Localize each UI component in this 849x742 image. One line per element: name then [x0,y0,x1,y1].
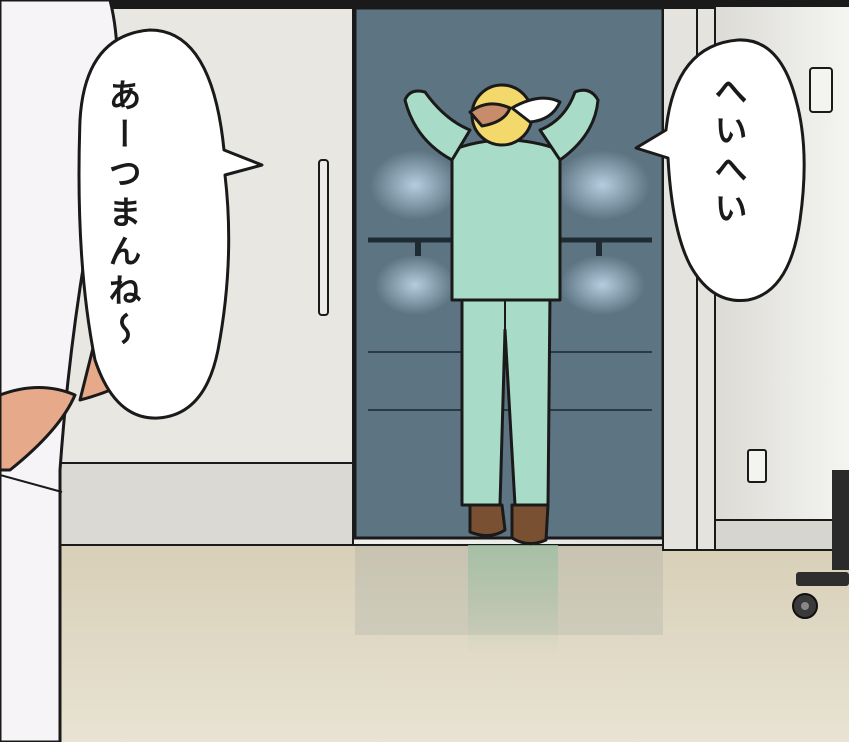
speech-text-left: あーつまんね～ [103,78,142,351]
floor-reflection [355,545,663,655]
panel-top-border [0,0,849,7]
speech-bubble-left [77,28,264,420]
patient-figure [403,83,600,545]
baseboard-right [714,519,849,551]
speech-text-right: へいへい [709,74,748,230]
cabinet-handle [318,159,329,316]
wall-outlet [747,449,767,483]
wall-switch-top [809,67,833,113]
speech-bubble-right [634,38,806,303]
floor [0,545,849,742]
wheeled-stand [792,470,849,619]
baseboard-left [59,462,354,546]
